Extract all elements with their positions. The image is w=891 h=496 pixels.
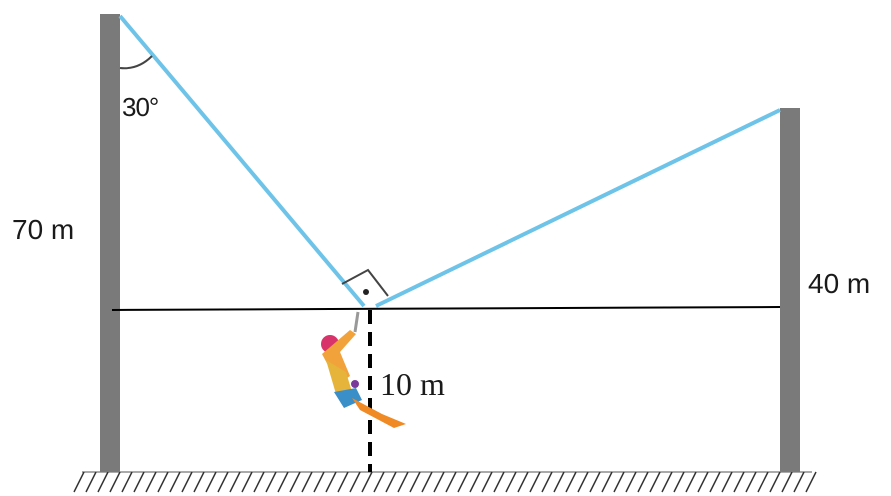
right-pole (780, 108, 800, 472)
angle-arc (119, 55, 153, 70)
ground-hatch-mark (109, 471, 121, 493)
ground-hatch-mark (73, 471, 85, 493)
ground-hatch-mark (697, 471, 709, 493)
ground-hatch-mark (529, 471, 541, 493)
left-pole (100, 14, 120, 472)
ground-hatch-mark (661, 471, 673, 493)
ground-hatch-mark (277, 471, 289, 493)
horizontal-reference-line (111, 306, 781, 311)
ground-hatch-mark (505, 471, 517, 493)
ground-hatch-mark (253, 471, 265, 493)
ground-hatch-mark (121, 471, 133, 493)
ground-hatch-mark (325, 471, 337, 493)
ground-hatch-mark (181, 471, 193, 493)
left-pole-height-label: 70 m (12, 214, 75, 245)
angle-label: 30° (122, 92, 159, 122)
ground-hatch-mark (157, 471, 169, 493)
ground-hatch-mark (169, 471, 181, 493)
ground-hatch-mark (229, 471, 241, 493)
ground-hatch-mark (385, 471, 397, 493)
ground-hatch-mark (589, 471, 601, 493)
right-pole-height-label: 40 m (808, 268, 871, 299)
ground-hatch-mark (469, 471, 481, 493)
ground-hatch-mark (805, 471, 817, 493)
ground-hatch-mark (361, 471, 373, 493)
ground-hatch-mark (793, 471, 805, 493)
ground-hatch-mark (781, 471, 793, 493)
ground-hatch-mark (637, 471, 649, 493)
ground-hatch-mark (709, 471, 721, 493)
ground-hatch-mark (577, 471, 589, 493)
ground-hatch-mark (493, 471, 505, 493)
ground-hatch-mark (193, 471, 205, 493)
ground-hatch-mark (433, 471, 445, 493)
ground-hatch-mark (613, 471, 625, 493)
ground-hatch-mark (409, 471, 421, 493)
ground-hatch-mark (565, 471, 577, 493)
ground-hatch-mark (685, 471, 697, 493)
ground-hatch-mark (649, 471, 661, 493)
ground-hatch-mark (397, 471, 409, 493)
ground-hatch-mark (673, 471, 685, 493)
ground-hatch-mark (205, 471, 217, 493)
ground-hatch-mark (517, 471, 529, 493)
ground-hatch-mark (733, 471, 745, 493)
ground-hatch-mark (745, 471, 757, 493)
ground-hatch-mark (421, 471, 433, 493)
ground-hatch-mark (541, 471, 553, 493)
ground-hatch-mark (757, 471, 769, 493)
ground-hatch-mark (337, 471, 349, 493)
ground-hatch-mark (145, 471, 157, 493)
ground-hatch-mark (133, 471, 145, 493)
ground-hatch-mark (313, 471, 325, 493)
ground-hatch-mark (457, 471, 469, 493)
ground-hatch-mark (553, 471, 565, 493)
ground-hatch-mark (301, 471, 313, 493)
ground-hatch-mark (349, 471, 361, 493)
ground (73, 471, 817, 493)
ground-hatch-mark (241, 471, 253, 493)
ground-hatch-mark (481, 471, 493, 493)
left-cable (118, 14, 366, 308)
right-cable (375, 108, 781, 308)
ground-hatch-mark (721, 471, 733, 493)
ground-hatch-mark (289, 471, 301, 493)
zipline-climber-icon (321, 311, 406, 428)
ground-hatch-mark (265, 471, 277, 493)
ground-hatch-mark (217, 471, 229, 493)
ground-hatch-mark (769, 471, 781, 493)
ground-hatch-mark (373, 471, 385, 493)
ground-hatch-mark (85, 471, 97, 493)
ground-hatch-mark (97, 471, 109, 493)
ground-hatch-mark (625, 471, 637, 493)
right-angle-marker-icon (341, 268, 389, 297)
drop-height-label: 10 m (380, 366, 445, 402)
ground-hatch-mark (601, 471, 613, 493)
ground-hatch-mark (445, 471, 457, 493)
